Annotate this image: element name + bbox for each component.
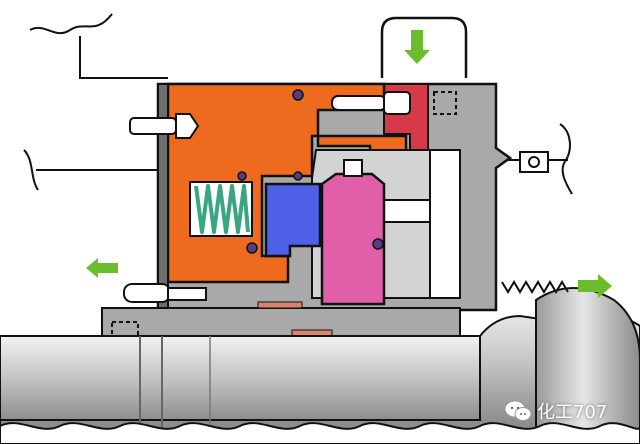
wechat-icon — [504, 400, 532, 421]
shaft-sleeve — [101, 307, 461, 337]
gland-bolt-left — [129, 113, 200, 139]
o-ring — [292, 89, 304, 101]
gland-bolt-top — [331, 91, 411, 115]
secondary-seal-ring — [264, 182, 322, 258]
o-ring — [293, 171, 303, 181]
o-ring — [246, 242, 258, 254]
bolt-head-top-right — [433, 91, 457, 115]
process-line-left — [23, 149, 39, 191]
o-ring — [372, 238, 384, 250]
arrow-left-icon — [86, 258, 118, 278]
inlet-cap — [380, 16, 468, 78]
process-line-top — [29, 13, 113, 35]
inlet-arrow-icon — [411, 30, 423, 50]
arrow-right-icon — [578, 274, 612, 298]
seal-face — [320, 172, 386, 306]
sensor-fitting — [519, 151, 549, 173]
spring — [194, 184, 250, 234]
external-spring — [501, 280, 569, 294]
shaft-sleeve-band — [0, 335, 481, 421]
sleeve-bolt-upper — [123, 283, 207, 303]
shaft-wave-edge — [0, 422, 640, 444]
process-line-vertical — [79, 36, 168, 79]
watermark: 化工707 — [504, 398, 607, 424]
o-ring — [237, 171, 247, 181]
watermark-text: 化工707 — [537, 402, 608, 423]
